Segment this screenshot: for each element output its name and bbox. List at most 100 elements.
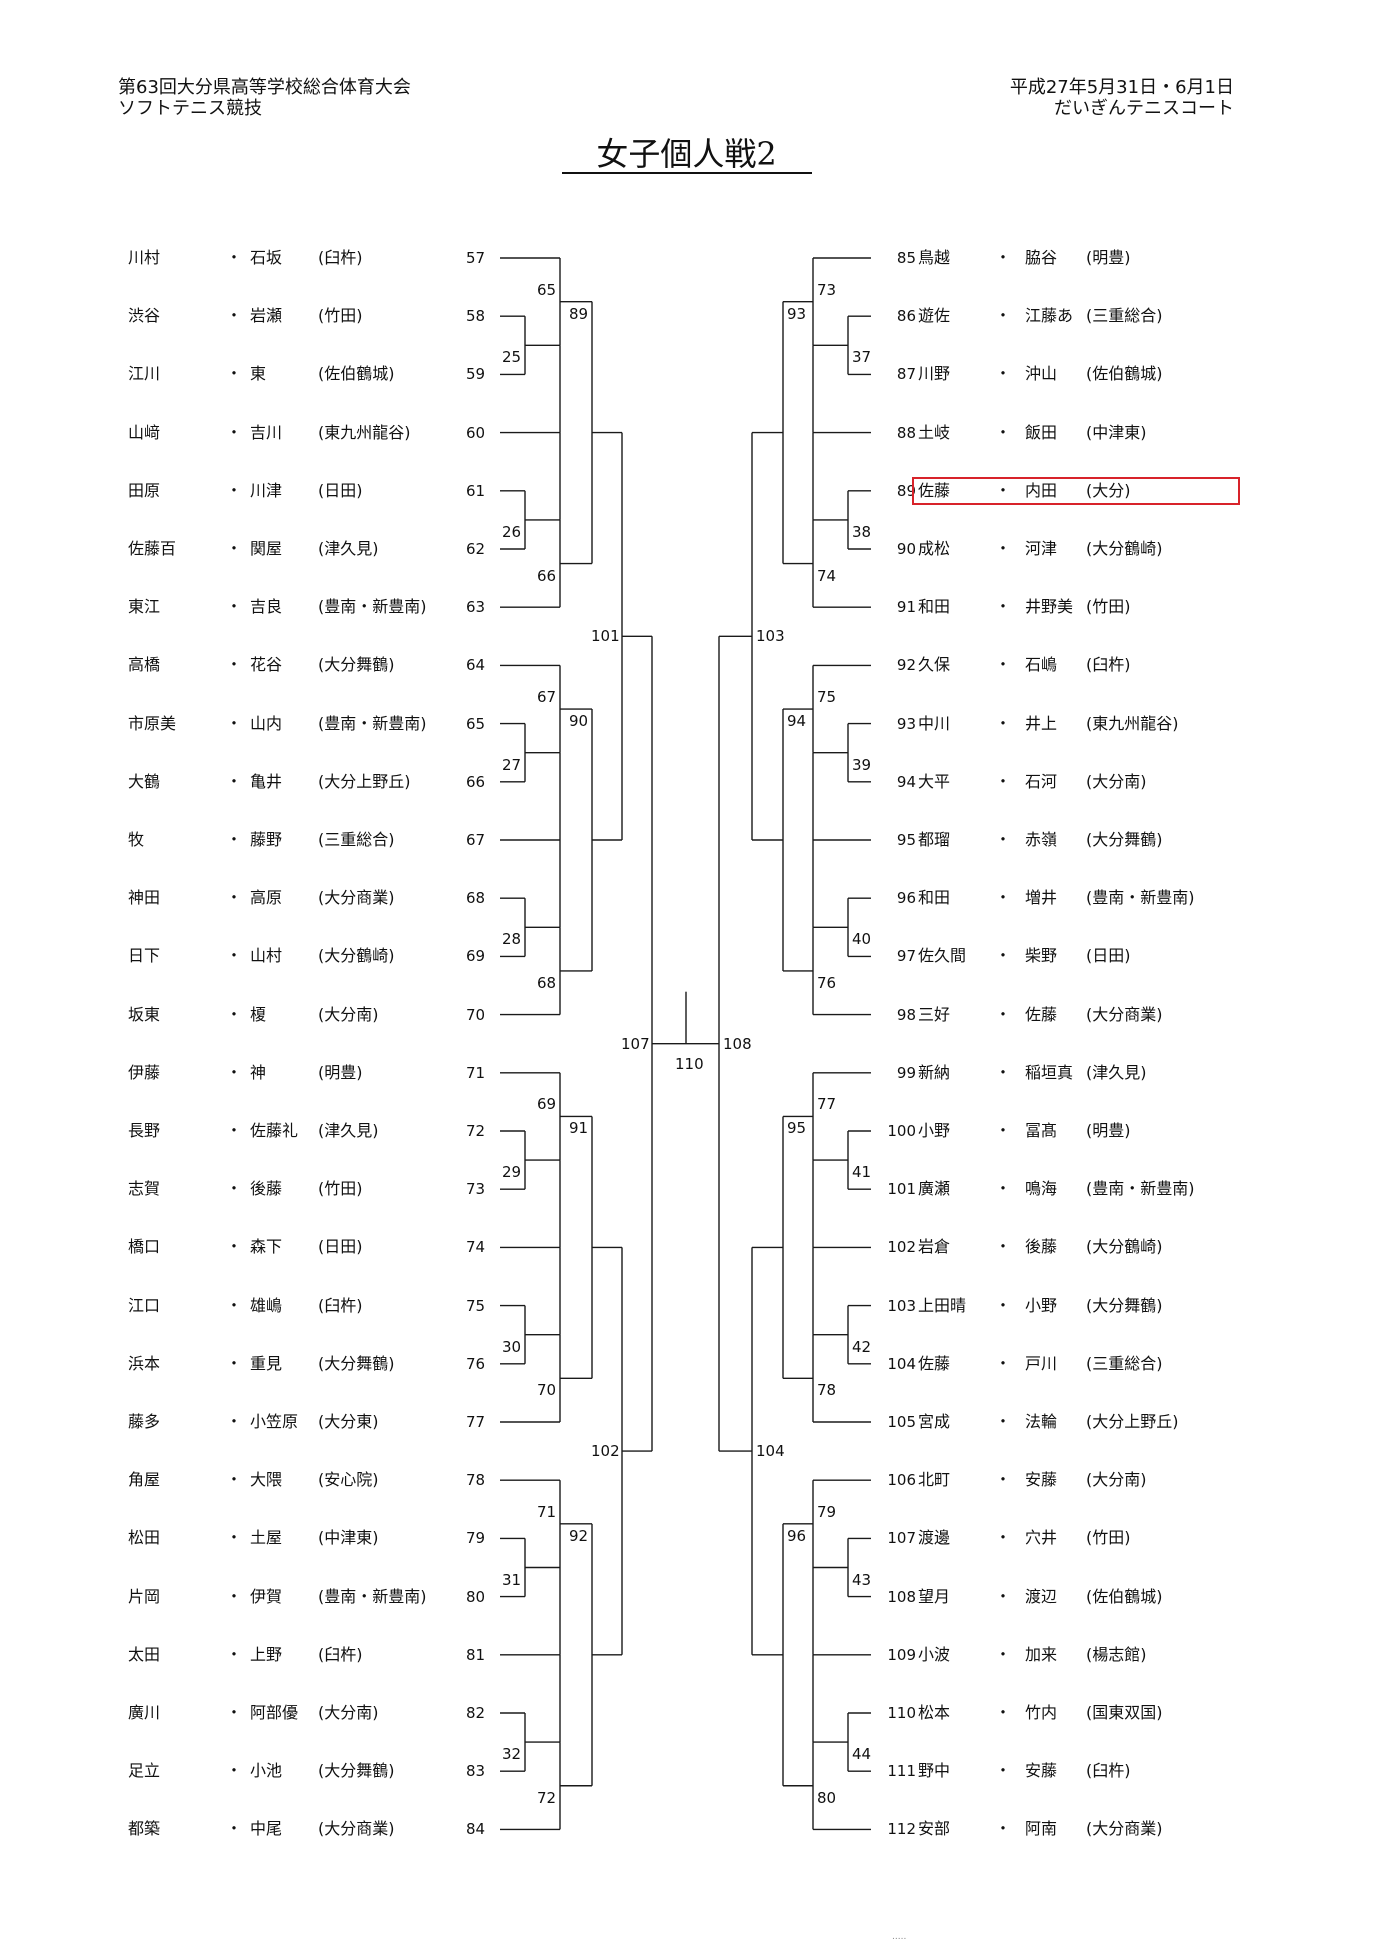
entry-number: 110 xyxy=(887,1704,916,1722)
school-name: (明豊) xyxy=(1086,1121,1131,1140)
pair-separator: ・ xyxy=(226,1412,243,1431)
entry-number: 80 xyxy=(466,1587,486,1606)
player2-name: 高原 xyxy=(250,888,283,908)
left-entry-67: 牧・藤野(三重総合)67 xyxy=(128,828,500,852)
school-name: (東九州龍谷) xyxy=(1086,713,1179,733)
entry-number: 104 xyxy=(887,1354,916,1373)
player2-name: 法輪 xyxy=(1025,1412,1058,1431)
player2-name: 内田 xyxy=(1025,480,1058,500)
school-name: (大分舞鶴) xyxy=(318,655,395,675)
left-entry-84: 都築・中尾(大分商業)84 xyxy=(128,1817,500,1841)
player1-name: 牧 xyxy=(128,830,145,849)
entry-number: 75 xyxy=(466,1296,486,1315)
player1-name: 佐藤 xyxy=(918,1353,951,1373)
left-entry-75: 江口・雄嶋(臼杵)75 xyxy=(128,1294,500,1318)
player2-name: 土屋 xyxy=(250,1528,283,1548)
school-name: (三重総合) xyxy=(318,830,395,849)
player2-name: 重見 xyxy=(250,1353,283,1373)
player2-name: 沖山 xyxy=(1025,364,1058,384)
left-entry-68: 神田・高原(大分商業)68 xyxy=(128,886,500,910)
player1-name: 佐藤百 xyxy=(128,539,177,558)
venue: だいぎんテニスコート xyxy=(1054,98,1234,119)
player2-name: 山内 xyxy=(250,713,283,733)
left-entry-72: 長野・佐藤礼(津久見)72 xyxy=(128,1119,500,1143)
scan-artifact: ..... xyxy=(892,1932,907,1942)
left-entry-71: 伊藤・神(明豊)71 xyxy=(128,1061,500,1085)
left-r2-match-number: 70 xyxy=(536,1381,558,1400)
player2-name: 安藤 xyxy=(1025,1761,1058,1781)
pair-separator: ・ xyxy=(995,1819,1012,1839)
school-name: (楊志館) xyxy=(1086,1644,1147,1664)
player1-name: 大平 xyxy=(918,771,951,791)
left-r3-match-number: 91 xyxy=(568,1119,590,1138)
player1-name: 志賀 xyxy=(128,1179,161,1199)
player2-name: 大隈 xyxy=(250,1470,283,1490)
school-name: (臼杵) xyxy=(1086,1761,1131,1781)
player2-name: 後藤 xyxy=(250,1179,283,1199)
left-entry-57: 川村・石坂(臼杵)57 xyxy=(128,246,500,270)
player2-name: 稲垣真 xyxy=(1025,1062,1074,1082)
player2-name: 東 xyxy=(250,364,267,384)
school-name: (竹田) xyxy=(1086,597,1131,617)
player2-name: 加来 xyxy=(1025,1644,1058,1664)
school-name: (竹田) xyxy=(318,1179,363,1199)
player1-name: 神田 xyxy=(128,888,161,908)
entry-number: 105 xyxy=(887,1413,916,1431)
left-r4-match-number: 102 xyxy=(590,1442,621,1461)
pair-separator: ・ xyxy=(226,597,243,617)
entry-number: 71 xyxy=(466,1063,486,1082)
player2-name: 神 xyxy=(250,1062,267,1082)
player2-name: 後藤 xyxy=(1025,1237,1058,1257)
player2-name: 藤野 xyxy=(250,830,283,849)
player2-name: 森下 xyxy=(250,1237,283,1257)
entry-number: 64 xyxy=(466,656,486,675)
left-entry-59: 江川・東(佐伯鶴城)59 xyxy=(128,362,500,386)
entry-number: 73 xyxy=(466,1180,486,1199)
pair-separator: ・ xyxy=(995,1004,1012,1024)
entry-number: 98 xyxy=(896,1005,916,1024)
school-name: (大分鶴崎) xyxy=(1086,1237,1163,1257)
player2-name: 竹内 xyxy=(1025,1703,1058,1722)
pair-separator: ・ xyxy=(226,539,243,558)
player2-name: 吉川 xyxy=(250,422,283,442)
school-name: (大分舞鶴) xyxy=(318,1353,395,1373)
player2-name: 阿部優 xyxy=(250,1703,299,1722)
entry-number: 94 xyxy=(896,772,916,791)
pair-separator: ・ xyxy=(226,1237,243,1257)
player1-name: 北町 xyxy=(918,1470,951,1490)
pair-separator: ・ xyxy=(226,1470,243,1490)
player1-name: 都瑠 xyxy=(918,830,951,849)
pair-separator: ・ xyxy=(226,1761,243,1781)
entry-number: 97 xyxy=(896,947,916,966)
pair-separator: ・ xyxy=(995,364,1012,384)
entry-number: 112 xyxy=(887,1820,916,1839)
pair-separator: ・ xyxy=(226,1353,243,1373)
player1-name: 佐久間 xyxy=(918,946,967,966)
player2-name: 岩瀬 xyxy=(250,306,283,326)
left-r2-match-number: 68 xyxy=(536,973,558,992)
pair-separator: ・ xyxy=(995,946,1012,966)
left-entry-58: 渋谷・岩瀬(竹田)58 xyxy=(128,304,500,328)
player2-name: 井野美 xyxy=(1025,597,1074,617)
pair-separator: ・ xyxy=(995,713,1012,733)
left-r3-match-number: 89 xyxy=(568,304,590,323)
player1-name: 江口 xyxy=(128,1295,161,1315)
left-entry-79: 松田・土屋(中津東)79 xyxy=(128,1526,500,1550)
pair-separator: ・ xyxy=(995,771,1012,791)
event-name: ソフトテニス競技 xyxy=(118,98,262,119)
pair-separator: ・ xyxy=(995,1353,1012,1373)
player2-name: 中尾 xyxy=(250,1819,283,1839)
right-r2-match-number: 77 xyxy=(816,1095,838,1114)
player1-name: 三好 xyxy=(918,1004,951,1024)
entry-number: 85 xyxy=(896,249,916,267)
player2-name: 冨髙 xyxy=(1025,1121,1058,1140)
pair-separator: ・ xyxy=(226,946,243,966)
left-r5-match-number: 107 xyxy=(620,1034,651,1053)
entry-number: 70 xyxy=(466,1005,486,1024)
right-r3-match-number: 95 xyxy=(786,1119,808,1138)
